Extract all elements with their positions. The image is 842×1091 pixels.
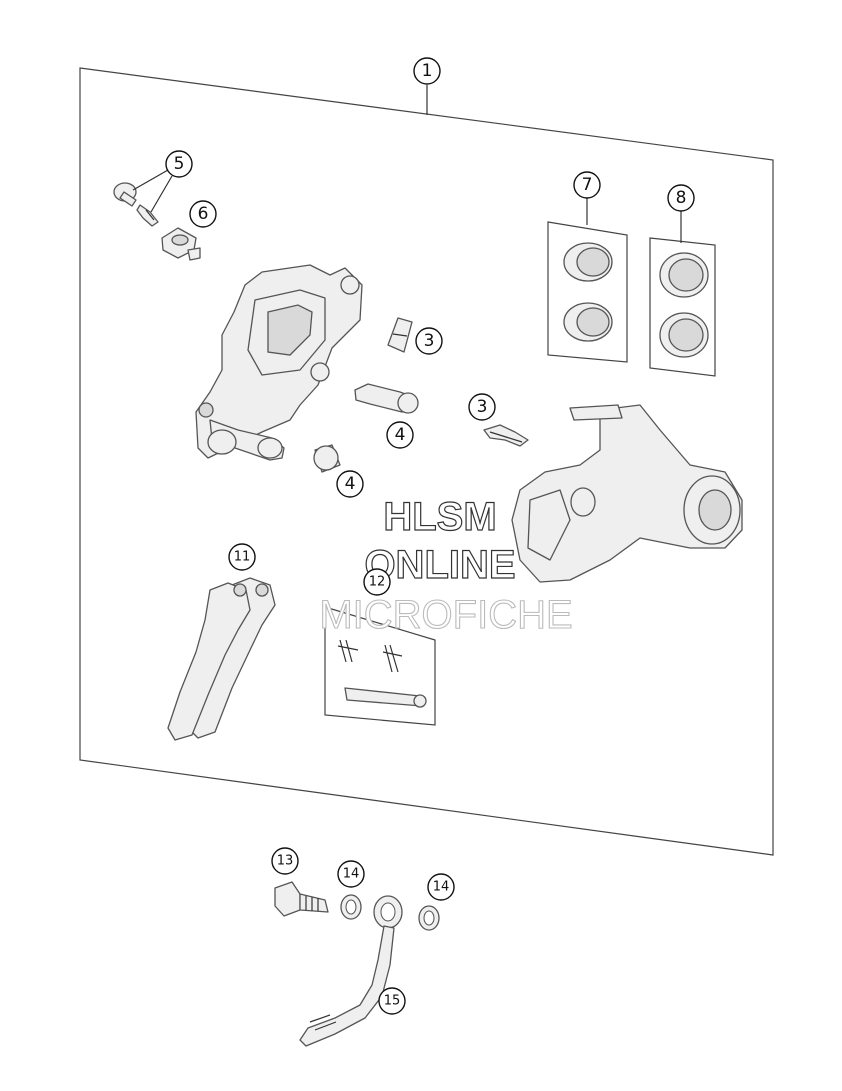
spring-clip-lower-part [483,424,529,447]
svg-text:14: 14 [343,867,360,882]
svg-text:15: 15 [384,994,401,1009]
svg-text:6: 6 [198,204,209,224]
svg-text:1: 1 [422,61,433,81]
svg-text:14: 14 [433,880,450,895]
svg-text:3: 3 [477,397,488,417]
callout-7: 7 [573,171,601,199]
piston-part [563,242,613,342]
callout-3-lower: 3 [468,393,496,421]
bleeder-screw-part [113,182,159,227]
washer-left-part [340,894,362,920]
svg-text:3: 3 [424,331,435,351]
callout-3-upper: 3 [415,327,443,355]
svg-text:7: 7 [582,175,593,195]
svg-text:4: 4 [345,474,356,494]
pin-clip-part [337,639,427,708]
brake-line-part [299,895,403,1047]
guide-bushing-lower-part [313,444,341,473]
svg-text:12: 12 [369,575,386,590]
watermark-line-2: ONLINE [364,543,515,587]
spring-clip-upper-part [387,317,413,353]
banjo-bolt-part [274,881,329,917]
caliper-bracket-part [511,404,743,583]
leader-5b [150,175,173,213]
washer-right-part [418,905,440,931]
callout-6: 6 [189,200,217,228]
plug-part [161,227,201,261]
caliper-body-part [195,264,363,461]
brake-pad-part [167,577,276,741]
callout-1: 1 [413,57,441,85]
watermark-line-3: MICROFICHE [319,593,572,637]
callout-13: 13 [271,847,299,875]
callout-8: 8 [667,184,695,212]
callout-4-upper: 4 [386,421,414,449]
svg-text:4: 4 [395,425,406,445]
callout-11: 11 [228,543,256,571]
callout-5: 5 [165,150,193,178]
callout-4-lower: 4 [336,470,364,498]
callout-14-right: 14 [427,873,455,901]
callout-12: 12 [363,568,391,596]
svg-text:5: 5 [174,154,185,174]
callout-15: 15 [378,987,406,1015]
callout-14-left: 14 [337,860,365,888]
svg-text:8: 8 [676,188,687,208]
svg-text:13: 13 [277,854,294,869]
seal-ring-part [659,252,709,358]
guide-pin-upper-part [354,383,419,414]
watermark-line-1: HLSM [383,495,496,539]
svg-text:11: 11 [234,550,251,565]
leader-5a [132,169,169,191]
